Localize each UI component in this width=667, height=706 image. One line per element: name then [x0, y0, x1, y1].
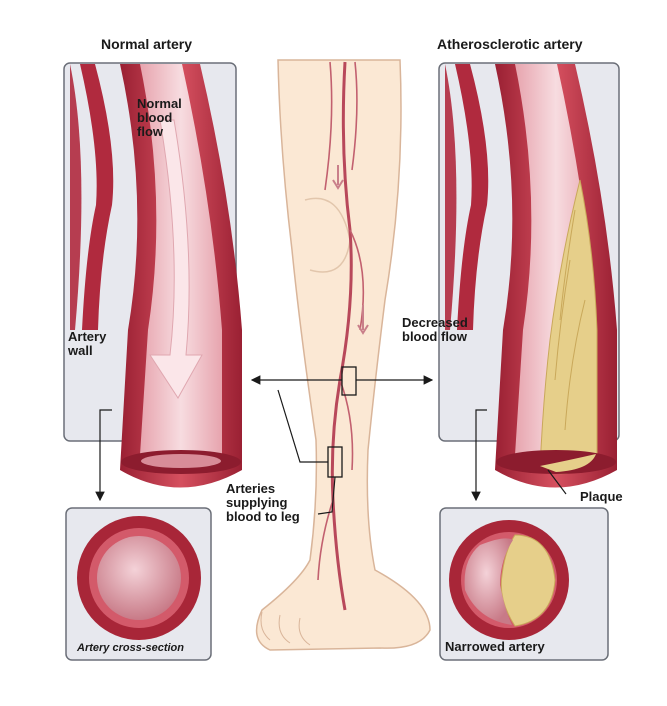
atherosclerotic-artery-panel: [438, 62, 620, 488]
decreased-flow-label: Decreased blood flow: [402, 315, 468, 344]
narrowed-artery-label: Narrowed artery: [445, 639, 545, 654]
artery-wall-label: Artery wall: [68, 329, 107, 358]
normal-flow-label: Normal blood flow: [137, 96, 182, 139]
plaque-label: Plaque: [580, 489, 623, 504]
narrowed-cross-section: [439, 507, 609, 661]
atherosclerotic-artery-title: Atherosclerotic artery: [437, 36, 583, 52]
normal-artery-panel: [63, 62, 242, 488]
arteries-leg-label: Arteries supplying blood to leg: [226, 481, 300, 524]
leg-illustration: [255, 59, 431, 651]
normal-artery-title: Normal artery: [101, 36, 193, 52]
normal-cross-section: [65, 507, 212, 661]
cross-section-label: Artery cross-section: [77, 642, 184, 654]
